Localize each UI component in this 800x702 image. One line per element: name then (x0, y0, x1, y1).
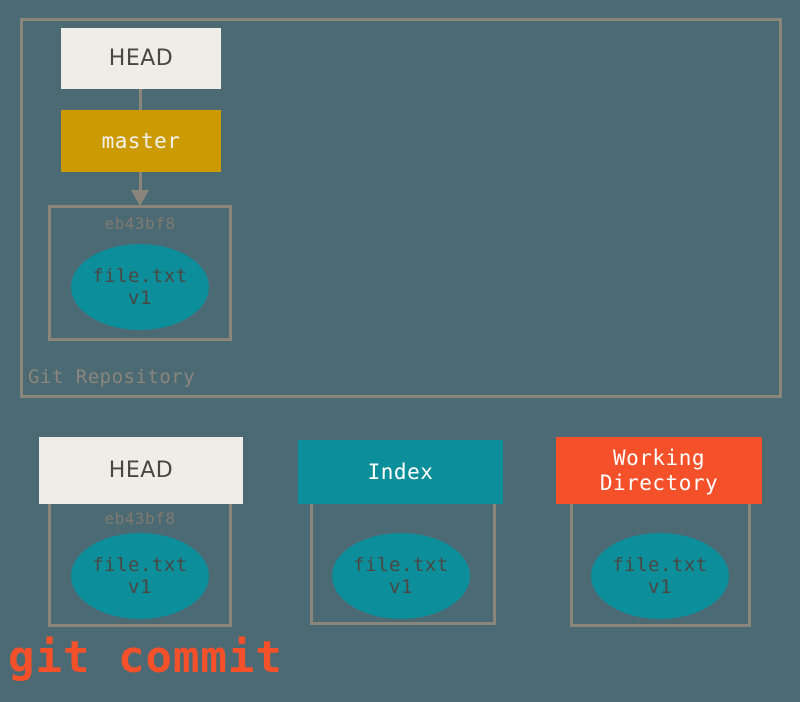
repo-commit-hash: eb43bf8 (104, 214, 176, 233)
repo-commit-blob: file.txt v1 (71, 244, 209, 330)
area-index-label: Index (367, 459, 434, 484)
area-head-hash: eb43bf8 (104, 509, 176, 528)
area-index-container (310, 504, 496, 625)
area-head-blob-filename: file.txt (92, 553, 188, 576)
git-repository-frame (20, 18, 782, 398)
area-working-directory-label-line1: Working (612, 446, 705, 471)
area-head-label: HEAD (108, 457, 174, 483)
area-head-container (48, 504, 232, 627)
repo-master-box[interactable]: master (61, 110, 221, 172)
area-index-blob-filename: file.txt (353, 553, 449, 576)
area-working-directory-container (570, 504, 751, 627)
area-index-blob-version: v1 (389, 576, 413, 598)
area-head-blob: file.txt v1 (71, 533, 209, 619)
connector-head-to-master (139, 89, 142, 110)
repo-head-box[interactable]: HEAD (61, 28, 221, 89)
area-working-directory-label-line2: Directory (599, 470, 719, 495)
area-head-blob-version: v1 (128, 576, 152, 598)
area-index-blob: file.txt v1 (332, 533, 470, 619)
area-working-directory-blob-filename: file.txt (612, 553, 708, 576)
repo-master-label: master (101, 128, 181, 153)
area-working-directory-box[interactable]: Working Directory (556, 437, 762, 504)
repo-commit-box[interactable] (48, 205, 232, 341)
command-caption: git commit (8, 632, 283, 683)
area-working-directory-blob: file.txt v1 (591, 533, 729, 619)
arrowhead-icon (131, 190, 149, 206)
git-repository-label: Git Repository (28, 366, 196, 388)
repo-head-label: HEAD (108, 45, 174, 71)
repo-commit-blob-version: v1 (128, 287, 152, 309)
repo-commit-blob-filename: file.txt (92, 264, 188, 287)
area-working-directory-blob-version: v1 (648, 576, 672, 598)
area-index-box[interactable]: Index (298, 440, 503, 504)
connector-master-to-commit (139, 172, 142, 193)
area-head-box[interactable]: HEAD (39, 437, 243, 504)
